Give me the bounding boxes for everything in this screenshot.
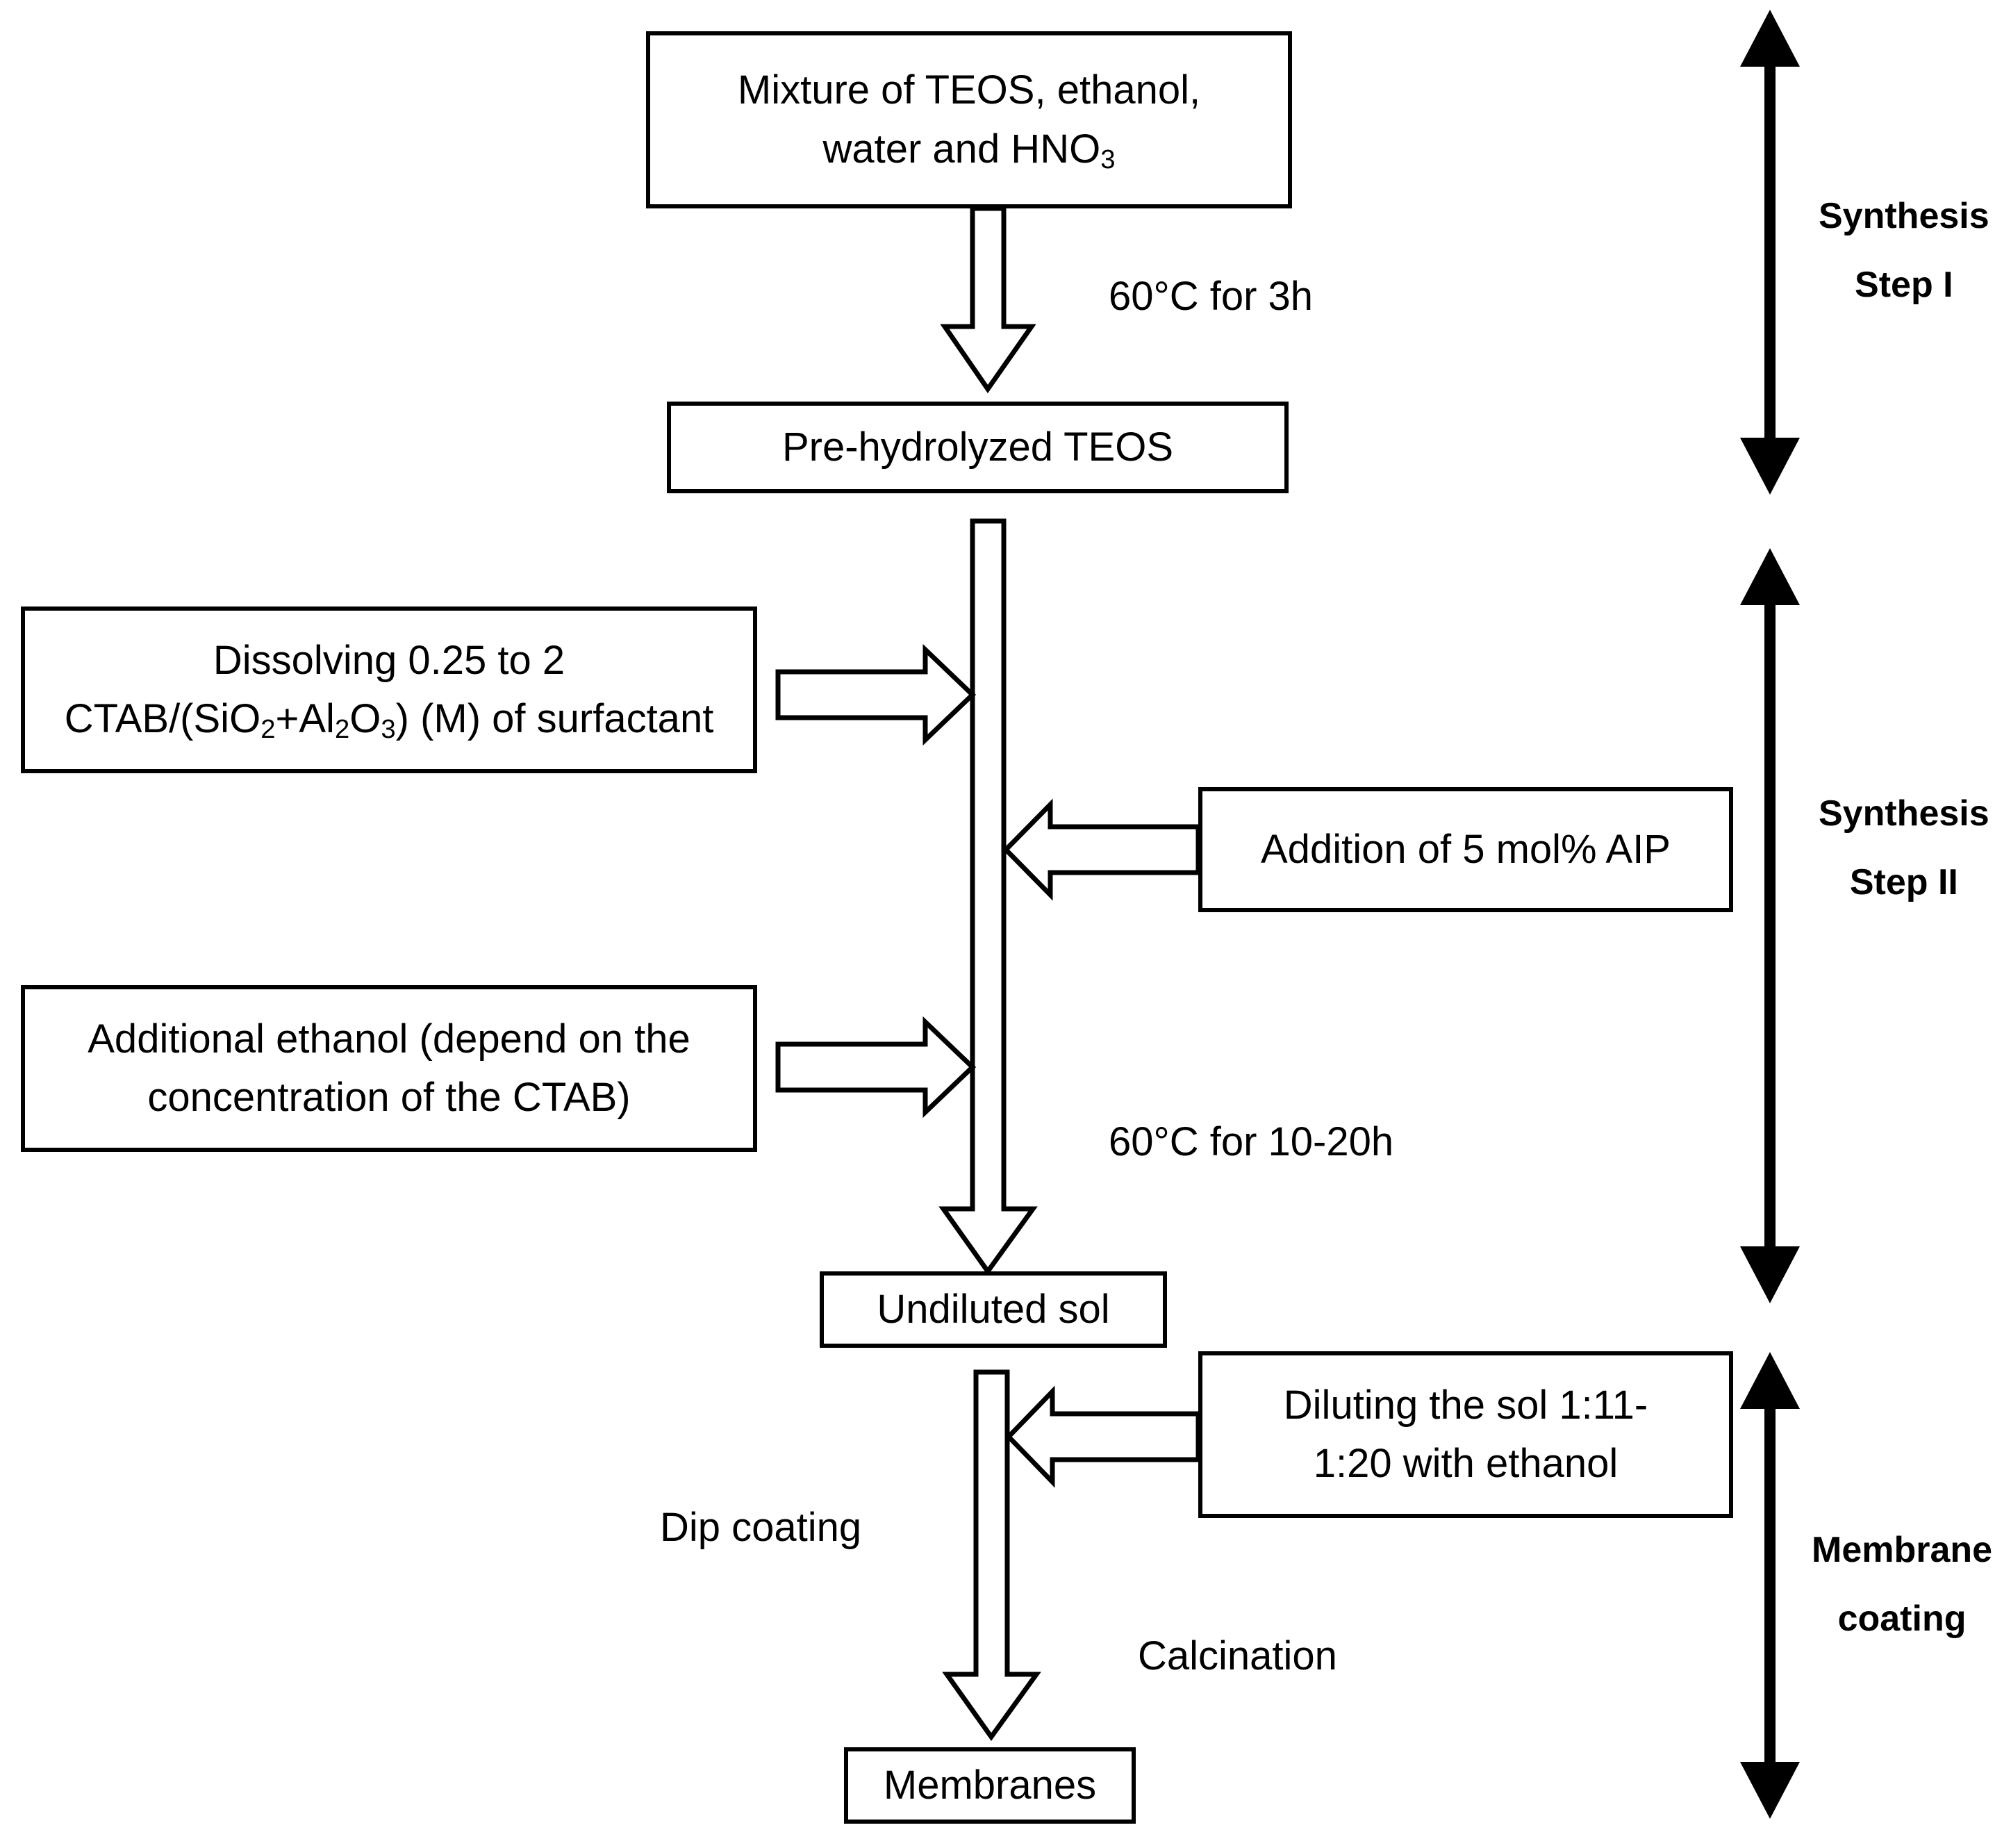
- edge-label-step2-condition: 60°C for 10-20h: [1109, 1119, 1394, 1164]
- node-additional-ethanol[interactable]: Additional ethanol (depend on the concen…: [21, 985, 757, 1152]
- bracket-synthesis-step-2: [1740, 548, 1800, 1303]
- node-dilute-line2: 1:20 with ethanol: [1313, 1441, 1619, 1486]
- arrow-ctab-to-stem: [775, 643, 977, 746]
- side-label-3-line1: Membrane: [1812, 1530, 1993, 1570]
- node-ctab-l2-sub1: 2: [260, 714, 276, 745]
- side-label-1-line2: Step I: [1855, 264, 1953, 305]
- bracket-synthesis-step-1: [1740, 10, 1800, 495]
- side-label-membrane-coating: Membrane coating: [1812, 1516, 1992, 1653]
- side-label-2-line1: Synthesis: [1819, 793, 1989, 834]
- node-ethanol-line2: concentration of the CTAB): [147, 1075, 631, 1120]
- node-mixture-line2-subscript: 3: [1100, 144, 1116, 174]
- bracket-membrane-coating: [1740, 1352, 1800, 1819]
- side-label-synthesis-step-2: Synthesis Step II: [1819, 779, 1989, 917]
- node-aip-label: Addition of 5 mol% AIP: [1261, 826, 1671, 872]
- arrow-aip-to-stem: [1002, 798, 1201, 901]
- node-mixture[interactable]: Mixture of TEOS, ethanol, water and HNO3: [646, 31, 1292, 208]
- edge-label-calcination: Calcination: [1138, 1633, 1337, 1678]
- node-ethanol-line1: Additional ethanol (depend on the: [88, 1016, 690, 1062]
- arrow-dilute-to-stem: [1005, 1385, 1201, 1488]
- node-ctab-l2-a: CTAB/(SiO: [64, 696, 261, 741]
- node-undiluted-sol[interactable]: Undiluted sol: [820, 1271, 1167, 1348]
- arrow-mixture-to-prehydrolyzed: [940, 206, 1036, 394]
- node-mixture-line1: Mixture of TEOS, ethanol,: [737, 67, 1201, 113]
- node-membranes-label: Membranes: [883, 1762, 1097, 1808]
- arrow-ethanol-to-stem: [775, 1016, 977, 1119]
- arrow-undiluted-to-membranes: [942, 1369, 1041, 1742]
- edge-label-dip-coating: Dip coating: [660, 1505, 862, 1550]
- node-diluting-sol[interactable]: Diluting the sol 1:11- 1:20 with ethanol: [1198, 1351, 1733, 1518]
- node-prehydrolyzed-teos-label: Pre-hydrolyzed TEOS: [781, 424, 1174, 470]
- node-ctab-l2-d: ) (M) of surfactant: [395, 696, 714, 741]
- node-ctab-surfactant[interactable]: Dissolving 0.25 to 2 CTAB/(SiO2+Al2O3) (…: [21, 607, 757, 773]
- node-ctab-l2-c: O: [349, 696, 381, 741]
- node-membranes[interactable]: Membranes: [844, 1747, 1136, 1824]
- node-ctab-l2-sub2: 2: [334, 714, 350, 745]
- node-mixture-line2-text: water and HNO: [822, 126, 1101, 172]
- edge-label-step1-condition: 60°C for 3h: [1109, 274, 1314, 319]
- side-label-2-line2: Step II: [1849, 861, 1958, 902]
- node-dilute-line1: Diluting the sol 1:11-: [1283, 1382, 1648, 1428]
- node-ctab-line2: CTAB/(SiO2+Al2O3) (M) of surfactant: [35, 690, 743, 748]
- node-ctab-l2-sub3: 3: [381, 714, 396, 745]
- arrow-prehydrolyzed-to-undiluted: [938, 518, 1038, 1276]
- node-prehydrolyzed-teos[interactable]: Pre-hydrolyzed TEOS: [667, 402, 1289, 493]
- node-ctab-line1: Dissolving 0.25 to 2: [213, 637, 565, 683]
- side-label-synthesis-step-1: Synthesis Step I: [1819, 182, 1989, 320]
- node-undiluted-sol-label: Undiluted sol: [877, 1286, 1110, 1332]
- node-mixture-line2: water and HNO3: [660, 120, 1278, 179]
- node-ctab-l2-b: +Al: [275, 696, 335, 741]
- side-label-3-line2: coating: [1837, 1598, 1967, 1639]
- side-label-1-line1: Synthesis: [1819, 196, 1989, 236]
- node-aip-addition[interactable]: Addition of 5 mol% AIP: [1198, 787, 1733, 912]
